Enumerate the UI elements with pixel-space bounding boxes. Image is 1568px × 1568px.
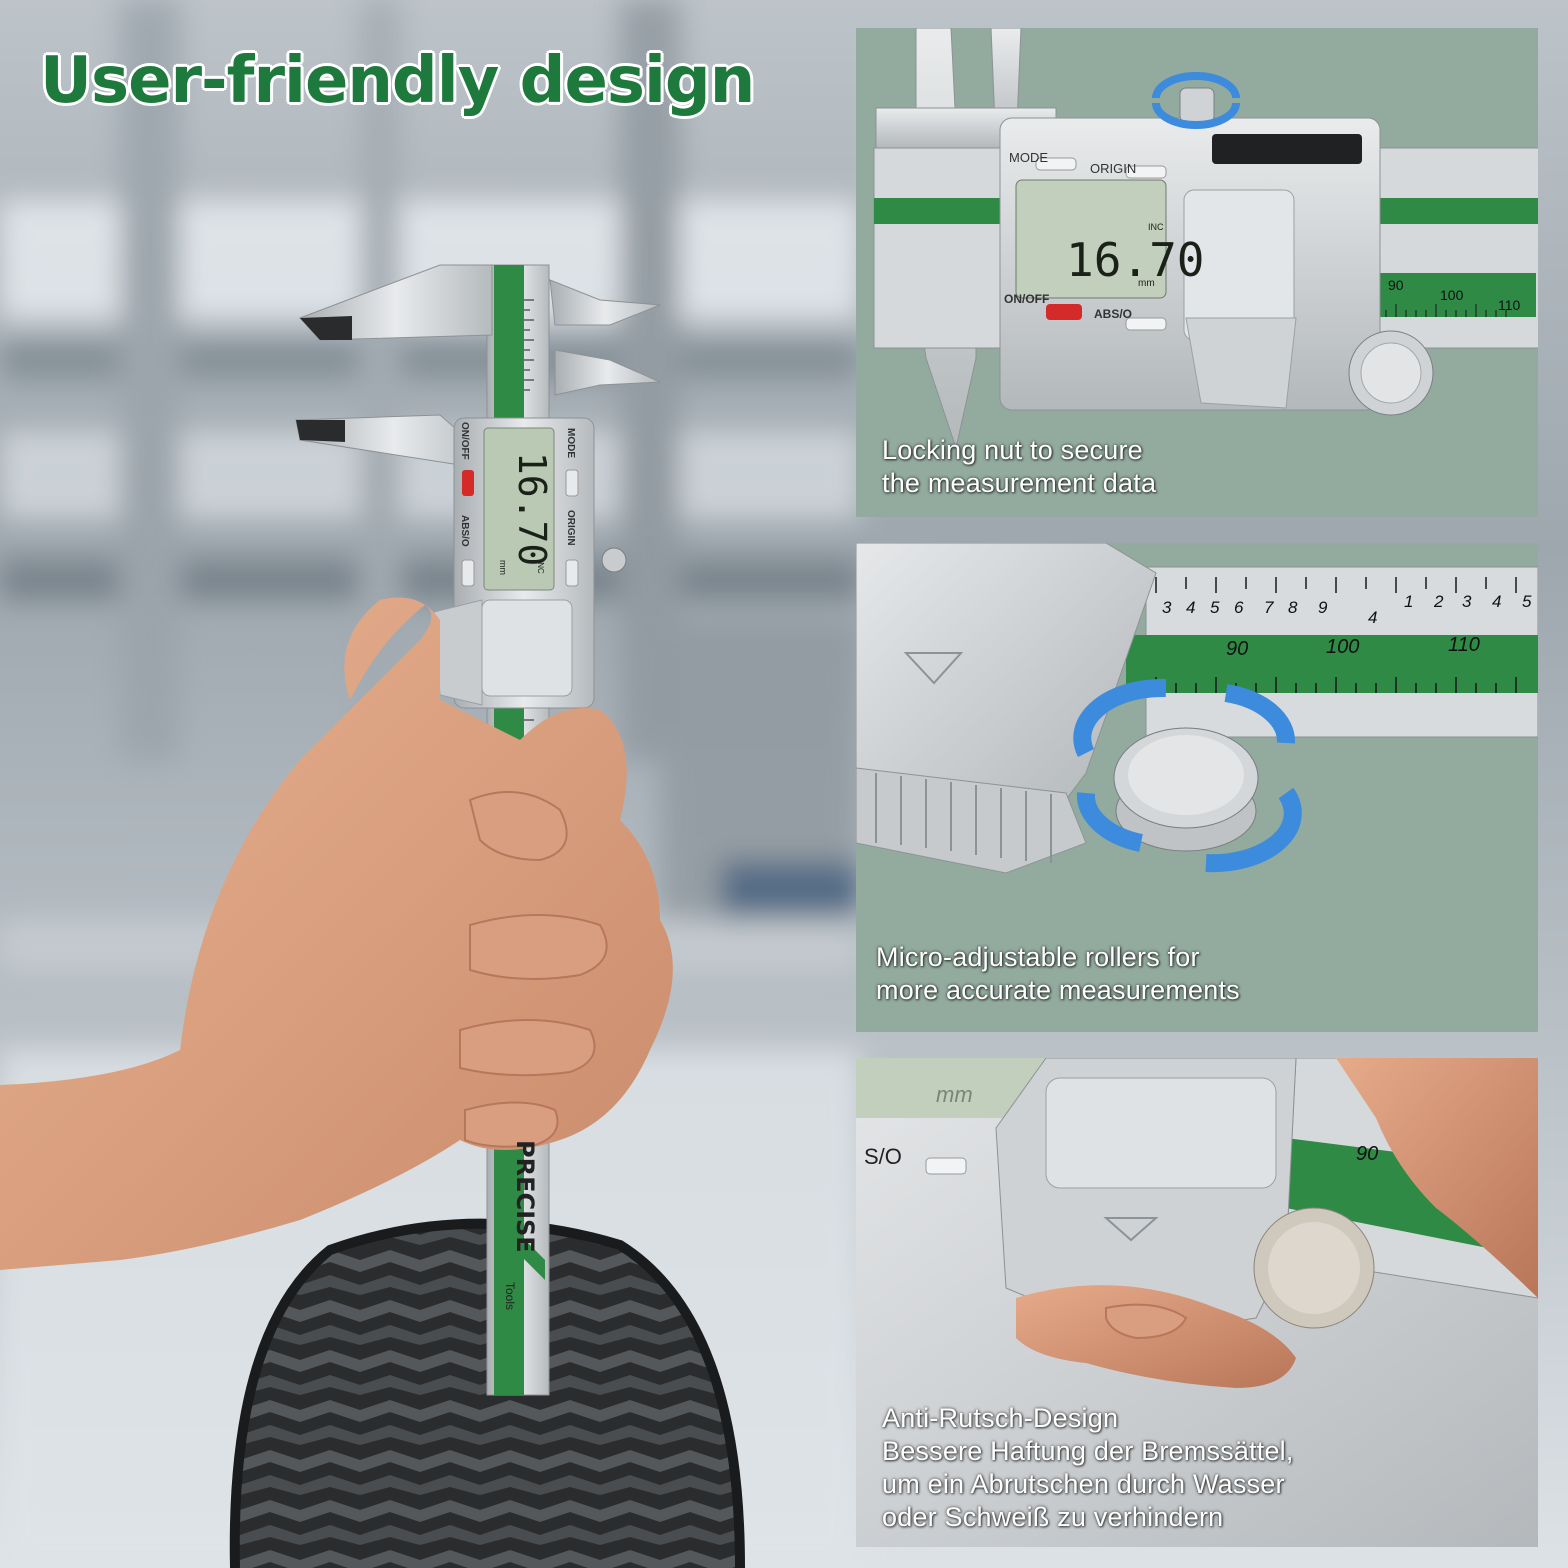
panel2-vernier-10: 3 xyxy=(1462,592,1472,611)
panel1-display-mode: INC xyxy=(1148,222,1164,232)
panel1-scale-100: 100 xyxy=(1440,287,1464,303)
panel2-vernier-3: 6 xyxy=(1234,598,1244,617)
panel3-caption: Anti-Rutsch-Design Bessere Haftung der B… xyxy=(882,1403,1294,1532)
panel1-onoff-red-button xyxy=(1046,304,1082,320)
panel3-scale-90: 90 xyxy=(1356,1143,1378,1165)
onoff-red-button xyxy=(462,470,474,496)
panel2-caption: Micro-adjustable rollers for more accura… xyxy=(876,942,1240,1005)
tire xyxy=(229,1218,745,1568)
panel2-scale-90: 90 xyxy=(1226,638,1248,660)
panel2-vernier-2: 5 xyxy=(1210,598,1220,617)
panel1-scale-110: 110 xyxy=(1498,297,1521,313)
main-display-unit: mm xyxy=(498,560,508,575)
roller-closeup: 90 100 110 3 4 5 6 7 8 9 4 1 2 3 4 5 xyxy=(856,543,1538,874)
panel3-button-label: S/O xyxy=(864,1144,902,1169)
panel2-vernier-1: 4 xyxy=(1186,598,1195,617)
panel1-origin-label: ORIGIN xyxy=(1090,161,1136,176)
main-origin-label: ORIGIN xyxy=(565,510,576,546)
headline: User-friendly design xyxy=(40,44,755,118)
panel2-vernier-0: 3 xyxy=(1162,598,1172,617)
main-onoff-label: ON/OFF xyxy=(459,422,470,460)
panel1-onoff-label: ON/OFF xyxy=(1004,292,1049,306)
panel1-caption: Locking nut to secure the measurement da… xyxy=(882,435,1157,498)
caliper-scene: 16.70 mm INC ON/OFF MODE ABS/O ORIGIN PR… xyxy=(0,264,745,1568)
panel2-vernier-9: 2 xyxy=(1433,592,1444,611)
main-display-value: 16.70 xyxy=(510,452,554,566)
panel2-scale-110: 110 xyxy=(1448,634,1480,656)
main-mode-label: MODE xyxy=(565,428,576,458)
panel-locking-nut: 16.70 mm INC MODE ORIGIN ON/OFF ABS/O 90… xyxy=(856,28,1538,517)
main-display-mode: INC xyxy=(536,560,545,574)
panel2-vernier-4: 7 xyxy=(1264,598,1274,617)
brand-sub-label: Tools xyxy=(503,1282,517,1310)
hand xyxy=(0,597,673,1270)
panel-anti-slip: S/O mm 90 Anti-Rutsch-Design Bessere Haf… xyxy=(856,1058,1538,1547)
panel1-display-unit: mm xyxy=(1138,278,1155,289)
panel1-scale-90: 90 xyxy=(1388,277,1404,293)
panel2-vernier-5: 8 xyxy=(1288,598,1298,617)
panel2-vernier-7: 4 xyxy=(1368,608,1377,627)
panel2-vernier-8: 1 xyxy=(1404,592,1413,611)
panel2-scale-100: 100 xyxy=(1326,636,1359,658)
panel2-vernier-6: 9 xyxy=(1318,598,1328,617)
panel2-vernier-11: 4 xyxy=(1492,592,1501,611)
panel1-mode-label: MODE xyxy=(1009,150,1048,165)
main-abs-label: ABS/O xyxy=(459,515,470,547)
panel1-abs-label: ABS/O xyxy=(1094,307,1132,321)
locking-nut-closeup: 16.70 mm INC MODE ORIGIN ON/OFF ABS/O 90… xyxy=(873,28,1538,450)
brand-label: PRECISE xyxy=(511,1140,539,1253)
panel3-display-unit: mm xyxy=(936,1082,973,1107)
panel2-vernier-12: 5 xyxy=(1522,592,1532,611)
anti-slip-closeup: S/O mm 90 xyxy=(856,1058,1538,1547)
panel1-display-value: 16.70 xyxy=(1066,233,1204,287)
panel-micro-rollers: 90 100 110 3 4 5 6 7 8 9 4 1 2 3 4 5 Mic… xyxy=(856,543,1538,1032)
